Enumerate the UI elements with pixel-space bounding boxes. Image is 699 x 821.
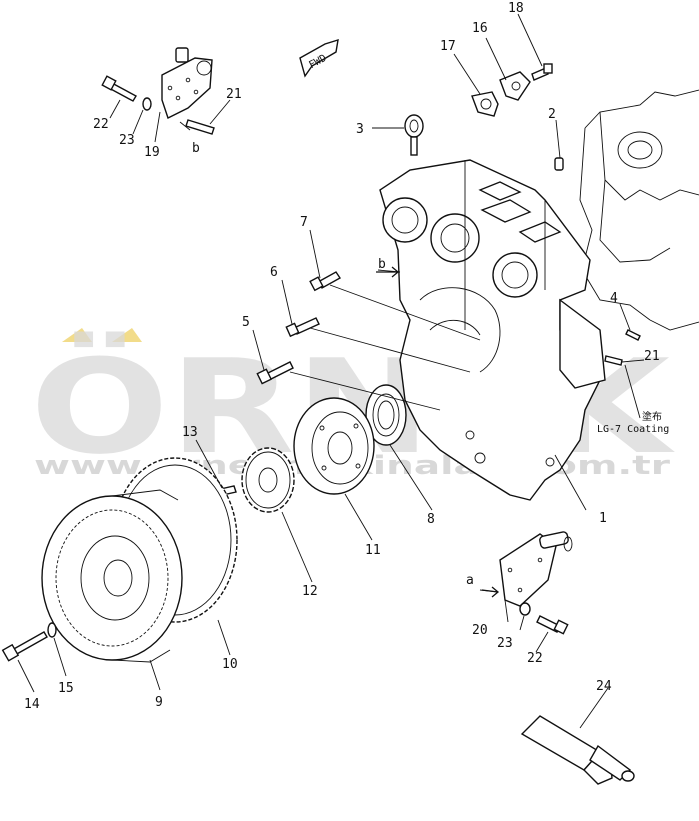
pin-2 [554,157,564,171]
callout-1: 1 [599,511,607,526]
callout-7: 7 [300,215,308,230]
callout-3: 3 [356,122,364,137]
coating-note-jp: 塗布 [642,410,662,423]
bolt-6 [285,317,320,338]
callout-22-lower: 22 [527,651,543,666]
callout-23-upper: 23 [119,133,135,148]
cover-plate-20 [499,531,573,607]
view-letter-a: a [466,573,474,588]
pin-21-upper [185,119,215,135]
bolt-5 [256,361,294,385]
callout-12: 12 [302,584,318,599]
view-letter-b-housing: b [378,257,386,272]
pin-4 [625,329,641,341]
callout-2: 2 [548,107,556,122]
gear-12 [241,447,295,513]
washer-23-lower [519,602,531,616]
callout-21-right: 21 [644,349,660,364]
callout-10: 10 [222,657,238,672]
callout-21-upper: 21 [226,87,242,102]
callout-9: 9 [155,695,163,710]
callout-22-upper: 22 [93,117,109,132]
callout-18: 18 [508,1,524,16]
callout-19: 19 [144,145,160,160]
callout-16: 16 [472,21,488,36]
bolt-22-upper [101,75,137,102]
callout-4: 4 [610,291,618,306]
coating-note-en: LG-7 Coating [597,424,669,435]
callout-15: 15 [58,681,74,696]
callout-17: 17 [440,39,456,54]
callout-6: 6 [270,265,278,280]
watermark-accent-mark [62,328,92,342]
callout-14: 14 [24,697,40,712]
arrow-a [481,586,500,598]
callout-20: 20 [472,623,488,638]
cover-plate-upper [161,47,213,119]
flywheel-housing [379,159,606,501]
view-letter-b-upper: b [192,141,200,156]
housing-disc-11 [293,397,375,495]
callout-24: 24 [596,679,612,694]
callout-5: 5 [242,315,250,330]
bolt-22-lower [536,615,569,635]
callout-13: 13 [182,425,198,440]
eye-bolt-3 [404,114,424,156]
washer-15 [47,622,57,638]
leader-lines [17,13,645,729]
callout-11: 11 [365,543,381,558]
flywheel-9 [41,489,183,663]
pin-21-right [604,355,623,366]
arrow-b [376,266,400,278]
callout-23-lower: 23 [497,636,513,651]
cover-16 [499,71,531,101]
bolt-7 [309,271,342,292]
bolt-14 [1,631,48,662]
bolt-18 [531,63,553,81]
cover-17 [471,91,499,117]
fwd-direction-marker: FWD [299,38,339,78]
watermark-accent-mark [112,328,142,342]
callout-labels: 1 2 3 4 5 6 7 8 9 10 11 12 13 14 15 16 1… [24,1,660,712]
engine-block-outline [579,89,699,331]
washer-23-upper [142,97,152,111]
callout-8: 8 [427,512,435,527]
oil-seal-8 [365,384,407,446]
lever-24 [520,715,635,785]
